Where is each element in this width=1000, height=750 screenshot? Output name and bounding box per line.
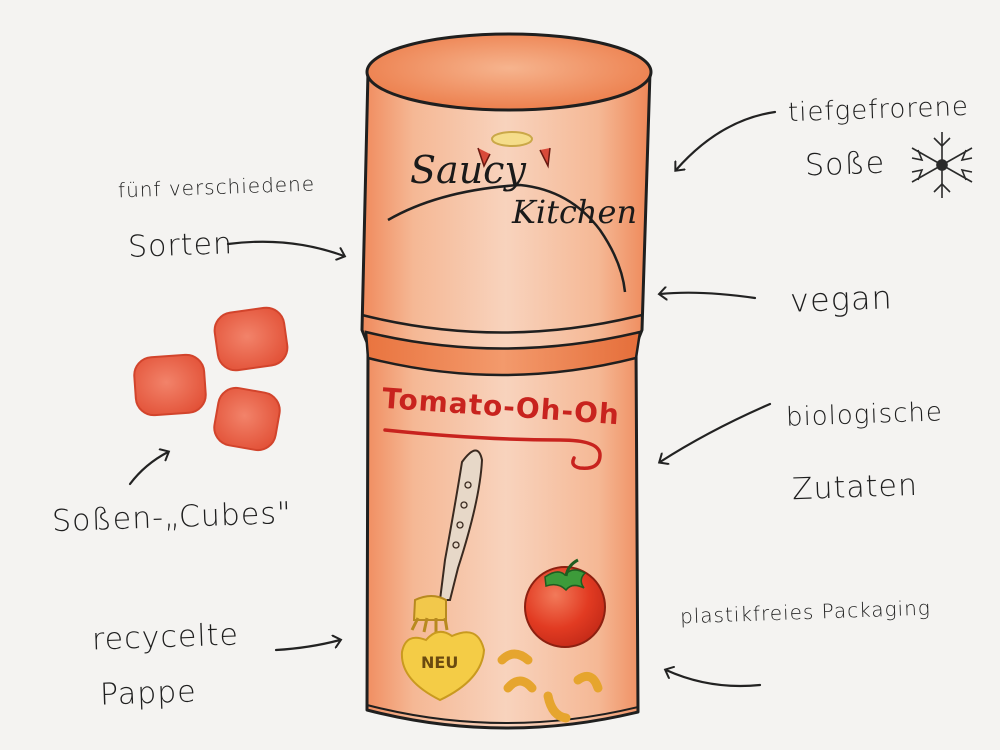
new-badge-label: NEU bbox=[421, 653, 459, 672]
arrow-organic bbox=[660, 402, 772, 462]
annotation-recycled-line1: recycelte bbox=[91, 617, 240, 658]
annotation-vegan: vegan bbox=[789, 278, 894, 320]
arrow-vegan bbox=[660, 293, 757, 298]
annotation-arrows bbox=[128, 110, 777, 688]
packaging-band bbox=[364, 330, 642, 377]
annotation-recycled-line2: Pappe bbox=[99, 674, 198, 713]
new-badge-heart bbox=[400, 630, 486, 702]
product-name-swirl bbox=[383, 428, 602, 470]
sauce-cubes-icon bbox=[133, 306, 289, 452]
annotation-organic-line2: Zutaten bbox=[791, 467, 919, 508]
arrow-varieties bbox=[226, 240, 344, 256]
packaging-body bbox=[360, 70, 652, 730]
arrow-frozen bbox=[676, 110, 777, 170]
logo-swoosh bbox=[387, 183, 627, 293]
pasta-icon bbox=[497, 649, 603, 723]
packaging-top-opening bbox=[365, 32, 653, 112]
tomato-icon bbox=[524, 558, 606, 648]
logo-halo-icon bbox=[477, 131, 551, 169]
annotation-frozen-line1: tiefgefrorene bbox=[787, 91, 970, 129]
bottom-edge bbox=[366, 704, 639, 724]
lid-seam bbox=[361, 313, 643, 334]
annotation-frozen-line2: Soße bbox=[804, 145, 886, 184]
brand-word-kitchen: Kitchen bbox=[512, 193, 638, 231]
packaging-tube bbox=[360, 32, 653, 730]
brand-word-saucy: Saucy bbox=[410, 148, 526, 192]
arrow-cubes bbox=[128, 452, 168, 486]
snowflake-icon bbox=[911, 132, 973, 198]
fork-icon bbox=[410, 449, 484, 633]
annotation-varieties-line2: Sorten bbox=[127, 226, 234, 265]
arrow-plastic-free bbox=[666, 670, 762, 688]
annotation-organic-line1: biologische bbox=[785, 397, 944, 433]
arrow-recycled bbox=[274, 640, 340, 652]
